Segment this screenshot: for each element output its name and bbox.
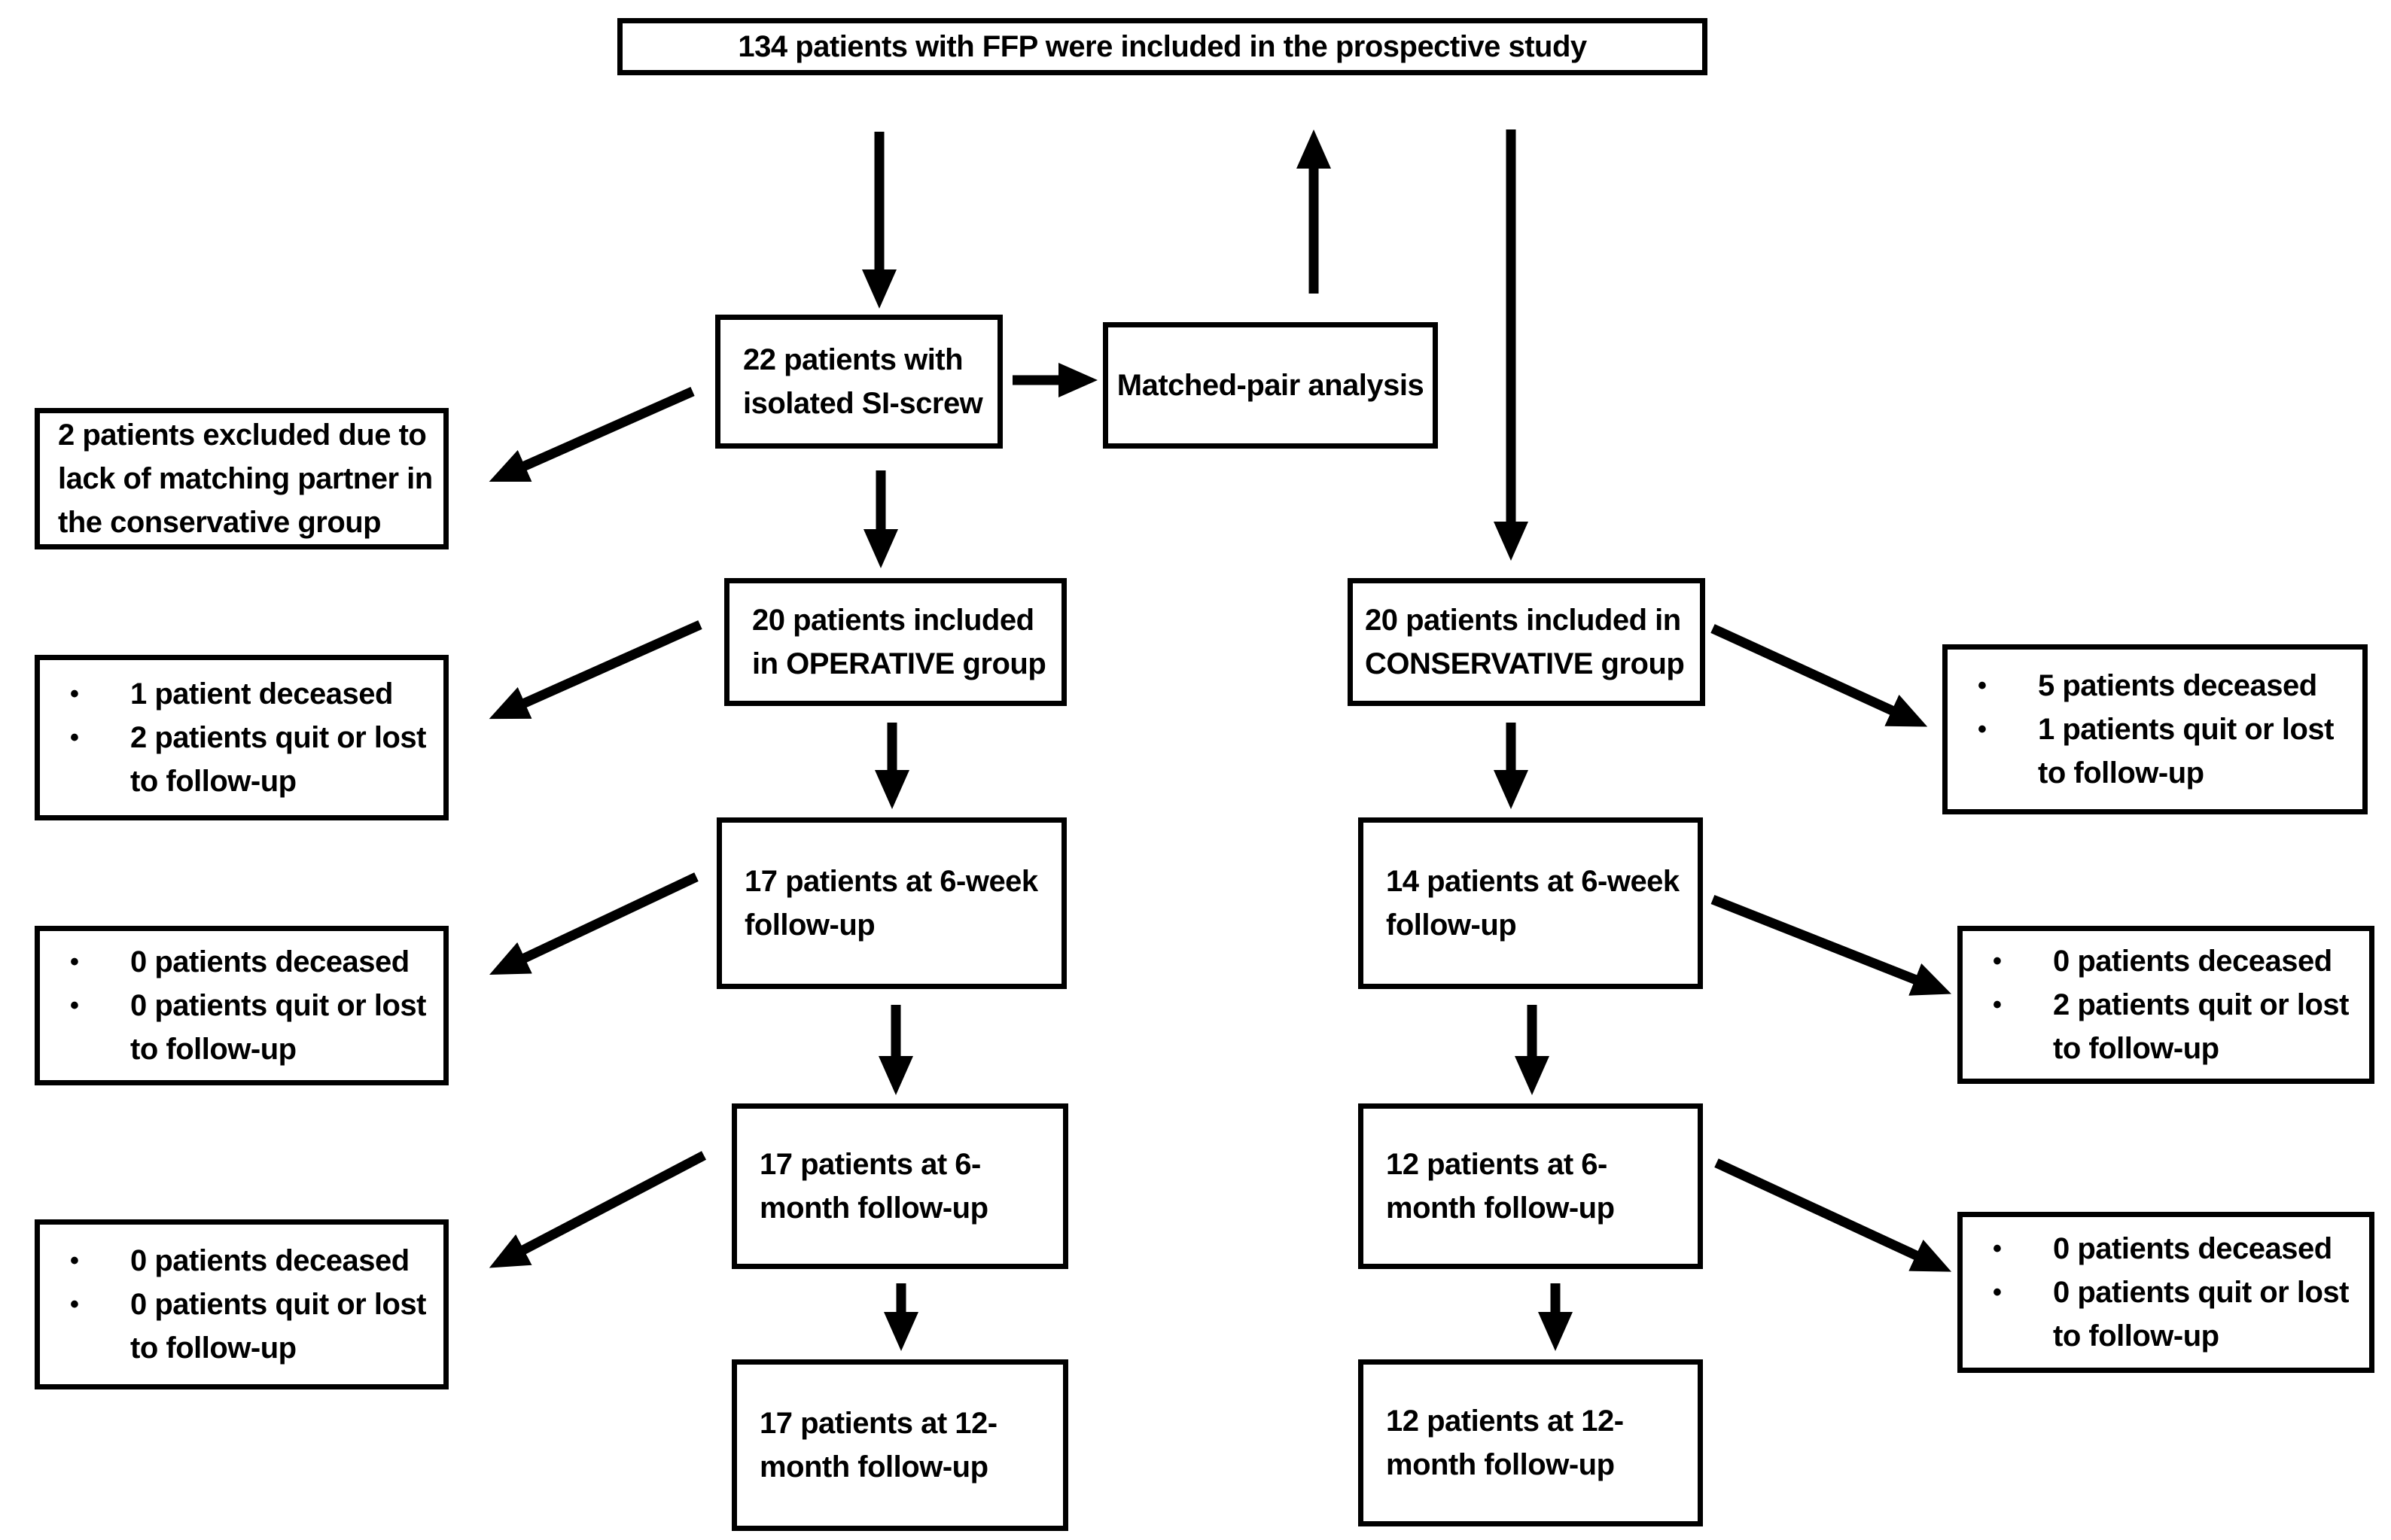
cons-dropout-box-1: • 5 patients deceased • 1 patients quit … — [1942, 644, 2368, 814]
cons-month6-box: 12 patients at 6- month follow-up — [1358, 1103, 1703, 1269]
op-month6-box: 17 patients at 6- month follow-up — [732, 1103, 1068, 1269]
op-month12-box: 17 patients at 12- month follow-up — [732, 1359, 1068, 1531]
bullet-icon: • — [1978, 671, 1987, 700]
bullet-icon: • — [70, 1290, 79, 1319]
bullet-icon: • — [1978, 715, 1987, 744]
op-dropout-box-3: • 0 patients deceased • 0 patients quit … — [35, 1219, 449, 1389]
cons-dropout-box-2: • 0 patients deceased • 2 patients quit … — [1957, 926, 2374, 1084]
bullet-icon: • — [70, 991, 79, 1020]
arrow-consmonth6-to-dropout3 — [1714, 1158, 1952, 1272]
list-item: • 0 patients quit or lost to follow-up — [40, 984, 443, 1071]
bullet-icon: • — [1993, 991, 2002, 1019]
list-item: • 5 patients deceased — [1948, 664, 2362, 708]
op-week6-box: 17 patients at 6-week follow-up — [717, 817, 1067, 989]
title-box: 134 patients with FFP were included in t… — [617, 18, 1707, 75]
bullet-icon: • — [70, 1246, 79, 1275]
list-item: • 0 patients quit or lost to follow-up — [1963, 1271, 2369, 1358]
bullet-icon: • — [70, 948, 79, 976]
arrow-consweek6-to-dropout2 — [1710, 894, 1952, 996]
excluded-box: 2 patients excluded due to lack of match… — [35, 408, 449, 549]
si-screw-box: 22 patients with isolated SI-screw — [715, 315, 1003, 449]
list-item: • 2 patients quit or lost to follow-up — [1963, 983, 2369, 1070]
title-text: 134 patients with FFP were included in t… — [738, 30, 1587, 63]
list-item: • 0 patients deceased — [1963, 939, 2369, 983]
list-item: • 2 patients quit or lost to follow-up — [40, 716, 443, 803]
cons-dropout-box-3: • 0 patients deceased • 0 patients quit … — [1957, 1212, 2374, 1373]
list-item: • 1 patients quit or lost to follow-up — [1948, 708, 2362, 795]
list-item: • 0 patients deceased — [40, 940, 443, 984]
list-item: • 0 patients deceased — [40, 1239, 443, 1283]
bullet-icon: • — [1993, 1278, 2002, 1307]
list-item: • 1 patient deceased — [40, 672, 443, 716]
bullet-icon: • — [1993, 1234, 2002, 1263]
arrow-operative-to-dropout1 — [489, 620, 702, 720]
conservative-group-box: 20 patients included in CONSERVATIVE gro… — [1348, 578, 1705, 706]
arrow-siscrew-to-excluded — [489, 387, 695, 482]
arrow-conservative-to-dropout1 — [1710, 624, 1928, 727]
arrow-opweek6-to-dropout2 — [489, 872, 699, 975]
list-item: • 0 patients quit or lost to follow-up — [40, 1283, 443, 1370]
op-dropout-box-2: • 0 patients deceased • 0 patients quit … — [35, 926, 449, 1085]
matched-pair-box: Matched-pair analysis — [1103, 322, 1438, 449]
cons-week6-box: 14 patients at 6-week follow-up — [1358, 817, 1703, 989]
list-item: • 0 patients deceased — [1963, 1227, 2369, 1271]
bullet-icon: • — [70, 680, 79, 708]
cons-month12-box: 12 patients at 12- month follow-up — [1358, 1359, 1703, 1526]
op-dropout-box-1: • 1 patient deceased • 2 patients quit o… — [35, 655, 449, 820]
bullet-icon: • — [70, 723, 79, 752]
arrow-opmonth6-to-dropout3 — [489, 1151, 707, 1268]
bullet-icon: • — [1993, 947, 2002, 975]
operative-group-box: 20 patients included in OPERATIVE group — [724, 578, 1067, 706]
